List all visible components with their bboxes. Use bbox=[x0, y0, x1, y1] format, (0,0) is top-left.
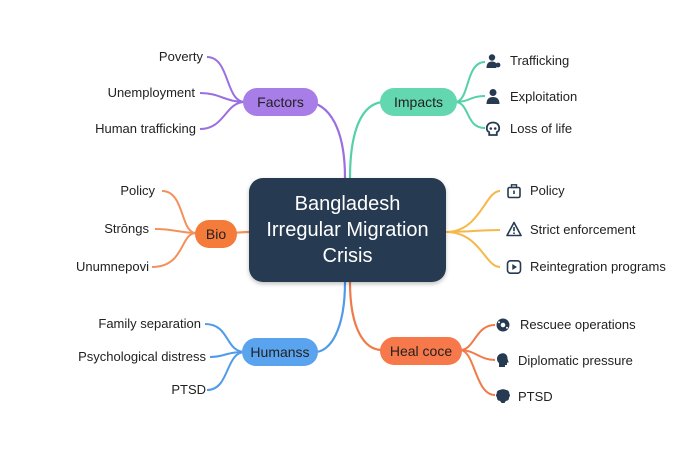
gear-icon bbox=[495, 317, 511, 333]
factors-node[interactable]: Factors bbox=[243, 88, 318, 116]
bio-node[interactable]: Bio bbox=[195, 220, 237, 248]
briefcase-icon bbox=[506, 183, 522, 199]
skull-icon bbox=[485, 121, 501, 137]
policy-leaf-policy: Policy bbox=[530, 183, 565, 198]
humans-node[interactable]: Humanss bbox=[242, 338, 318, 366]
humans-leaf-family-separation: Family separation bbox=[98, 316, 201, 331]
healcoce-leaf-rescuee-operations: Rescuee operations bbox=[520, 317, 636, 332]
bio-leaf-policy: Policy bbox=[120, 183, 155, 198]
bio-leaf-strongs: Strōngs bbox=[104, 221, 149, 236]
central-topic-node[interactable]: Bangladesh Irregular Migration Crisis bbox=[249, 178, 446, 282]
healcoce-leaf-diplomatic-pressure: Diplomatic pressure bbox=[518, 353, 633, 368]
central-topic-line-2: Irregular Migration bbox=[266, 219, 429, 241]
factors-leaf-poverty: Poverty bbox=[158, 49, 203, 64]
bio-leaf-unumnepovi: Unumnepovi bbox=[76, 259, 149, 274]
impacts-label: Impacts bbox=[393, 94, 443, 110]
central-topic-line-1: Bangladesh bbox=[294, 193, 401, 215]
humans-leaf-ptsd: PTSD bbox=[171, 382, 206, 397]
head-icon bbox=[495, 352, 511, 368]
humans-leaf-psychological-distress: Psychological distress bbox=[78, 349, 206, 364]
healcoce-leaf-ptsd: PTSD bbox=[518, 389, 553, 404]
policy-leaf-strict-enforcement: Strict enforcement bbox=[530, 222, 636, 237]
factors-leaf-unemployment: Unemployment bbox=[107, 85, 195, 100]
impacts-node[interactable]: Impacts bbox=[380, 88, 457, 116]
factors-label: Factors bbox=[257, 94, 304, 110]
impacts-leaf-loss-of-life: Loss of life bbox=[510, 121, 573, 136]
impacts-leaf-exploitation: Exploitation bbox=[510, 89, 578, 104]
impacts-leaf-trafficking: Trafficking bbox=[510, 53, 570, 68]
user-pin-icon bbox=[485, 53, 501, 69]
warning-icon bbox=[506, 221, 522, 237]
factors-leaf-human-trafficking: Human trafficking bbox=[95, 121, 196, 136]
healcoce-node[interactable]: Heal coce bbox=[380, 337, 462, 365]
policy-leaf-reintegration-programs: Reintegration programs bbox=[530, 259, 666, 274]
user-icon bbox=[485, 88, 501, 104]
bio-label: Bio bbox=[205, 226, 227, 242]
healcoce-label: Heal coce bbox=[389, 343, 453, 359]
brain-icon bbox=[495, 388, 511, 404]
play-icon bbox=[506, 259, 522, 275]
humans-label: Humanss bbox=[250, 344, 310, 360]
central-topic-line-3: Crisis bbox=[322, 245, 373, 267]
